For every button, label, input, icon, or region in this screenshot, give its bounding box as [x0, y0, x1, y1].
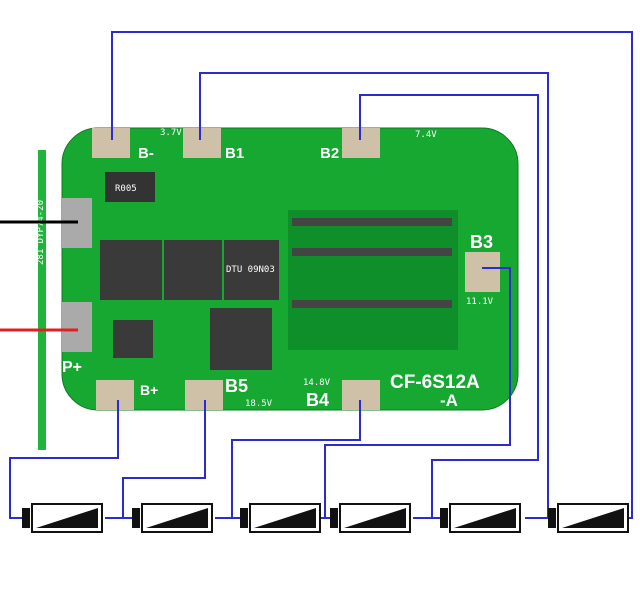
battery-4 [330, 503, 411, 533]
side-code: 281 DYP74-20 [36, 200, 46, 265]
shunt-resistor [105, 172, 155, 202]
voltage-7v4: 7.4V [415, 130, 437, 140]
voltage-11v1: 11.1V [466, 297, 494, 307]
board-model: CF-6S12A [390, 372, 480, 393]
battery-5 [440, 503, 521, 533]
voltage-18v5: 18.5V [245, 399, 273, 409]
pad-b2-label: B2 [320, 145, 339, 162]
pad-b5-label: B5 [225, 376, 248, 396]
pad-b4-label: B4 [306, 390, 329, 410]
board-model-suffix: -A [440, 391, 458, 410]
pad-p-plus-label: P+ [62, 359, 82, 376]
pad-b3-label: B3 [470, 232, 493, 252]
shunt-label: R005 [115, 184, 137, 194]
pad-b-minus-label: B- [138, 145, 154, 162]
pad-b-plus-label: B+ [140, 382, 158, 398]
battery-2 [132, 503, 213, 533]
pad-b1-label: B1 [225, 145, 244, 162]
pcb-strip [38, 150, 46, 450]
mosfets [100, 240, 279, 370]
battery-1 [22, 503, 103, 533]
voltage-14v8: 14.8V [303, 378, 331, 388]
battery-3 [240, 503, 321, 533]
voltage-3v7: 3.7V [160, 128, 182, 138]
mosfet-label: DTU 09N03 [226, 265, 275, 275]
battery-6 [548, 503, 629, 533]
ic-array [288, 210, 458, 350]
